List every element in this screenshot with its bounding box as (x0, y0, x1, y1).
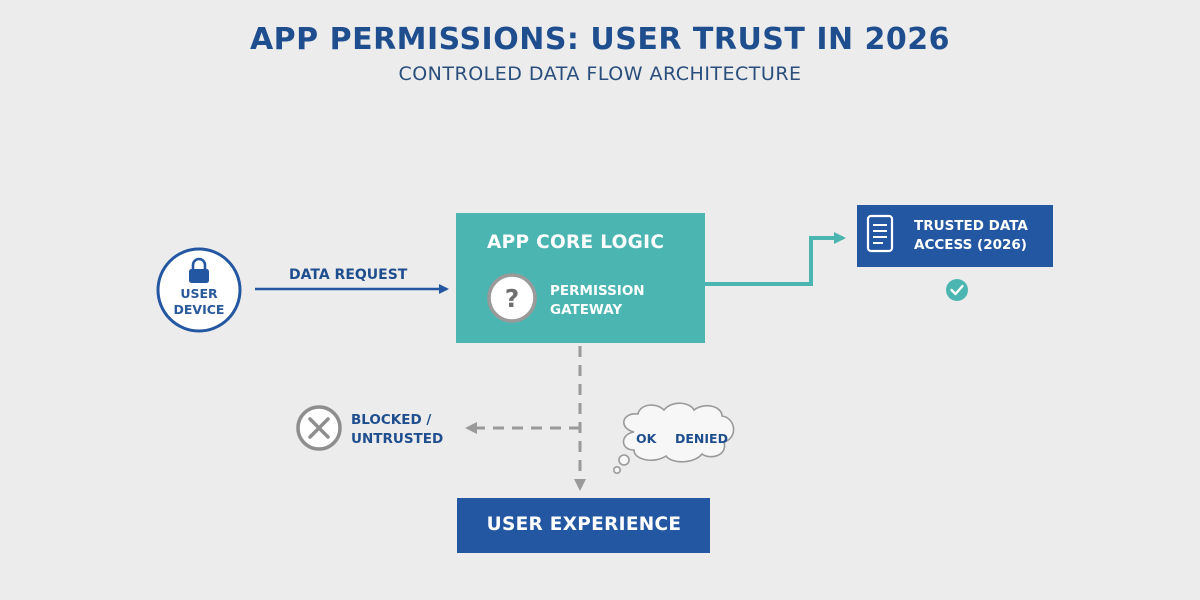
trusted-access-label: TRUSTED DATA ACCESS (2026) (914, 217, 1028, 255)
data-request-label: DATA REQUEST (289, 267, 408, 283)
blocked-label-line1: BLOCKED / (351, 412, 432, 428)
user-device-node (156, 247, 242, 333)
permission-gateway-line2: GATEWAY (550, 302, 623, 318)
document-icon (866, 214, 894, 253)
diagram-title: APP PERMISSIONS: USER TRUST IN 2026 (249, 22, 951, 57)
user-device-label-line2: DEVICE (173, 302, 225, 317)
blocked-label: BLOCKED / UNTRUSTED (351, 411, 443, 449)
bubble-ok-label: OK (636, 431, 657, 446)
question-icon: ? (487, 273, 537, 323)
user-experience-box (457, 498, 710, 553)
user-device-label: USER DEVICE (165, 286, 233, 318)
permission-gateway-line1: PERMISSION (550, 283, 645, 299)
app-core-title: APP CORE LOGIC (487, 232, 665, 253)
blocked-label-line2: UNTRUSTED (351, 431, 444, 447)
trusted-access-line2: ACCESS (2026) (914, 237, 1027, 253)
lock-icon (189, 257, 209, 283)
svg-text:?: ? (505, 284, 520, 313)
diagram-subtitle: CONTROLED DATA FLOW ARCHITECTURE (398, 63, 802, 85)
bubble-denied-label: DENIED (675, 431, 728, 446)
permission-gateway-label: PERMISSION GATEWAY (550, 282, 645, 320)
x-circle-icon (296, 405, 342, 451)
thought-bubble (612, 402, 735, 474)
check-icon (946, 279, 968, 301)
user-device-label-line1: USER (180, 286, 218, 301)
user-experience-title: USER EXPERIENCE (486, 514, 682, 535)
trusted-edge (705, 232, 846, 286)
trusted-access-line1: TRUSTED DATA (914, 218, 1028, 234)
